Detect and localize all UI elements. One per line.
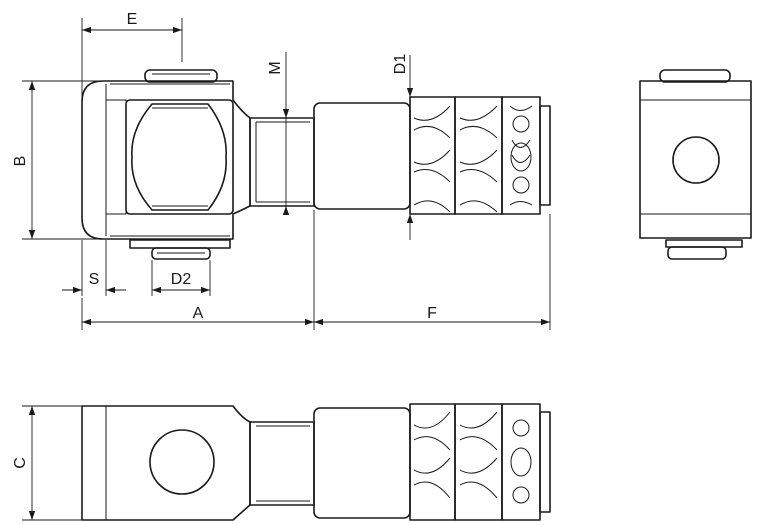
- label-d1: D1: [392, 54, 409, 75]
- dimension-lines: [22, 18, 551, 521]
- front-view: [81, 69, 551, 260]
- label-e: E: [127, 11, 138, 28]
- eye-body: [81, 80, 251, 240]
- label-d2: D2: [171, 271, 192, 288]
- side-body: [639, 80, 752, 239]
- anchor-fins: [409, 96, 551, 215]
- threaded-neck: [249, 117, 315, 207]
- top-neck: [249, 421, 315, 506]
- top-bore: [149, 429, 215, 495]
- ball: [131, 103, 227, 211]
- side-nut: [667, 246, 727, 260]
- side-top-lug: [659, 69, 731, 83]
- top-cylinder: [313, 407, 411, 519]
- label-f: F: [427, 305, 437, 322]
- side-bore: [672, 136, 720, 184]
- cylinder-body: [313, 102, 411, 210]
- label-a: A: [193, 305, 204, 322]
- side-washer: [665, 239, 743, 248]
- dimension-labels: E B M D1 S D2 A F C: [12, 11, 437, 469]
- label-b: B: [12, 156, 29, 167]
- bottom-washer: [129, 239, 231, 249]
- label-c: C: [12, 457, 29, 469]
- label-s: S: [89, 271, 100, 288]
- top-eye-body: [81, 405, 251, 521]
- side-view: [639, 69, 752, 260]
- top-lug: [144, 69, 218, 83]
- label-m: M: [267, 61, 284, 74]
- top-view: [81, 403, 551, 521]
- bottom-nut: [151, 247, 211, 260]
